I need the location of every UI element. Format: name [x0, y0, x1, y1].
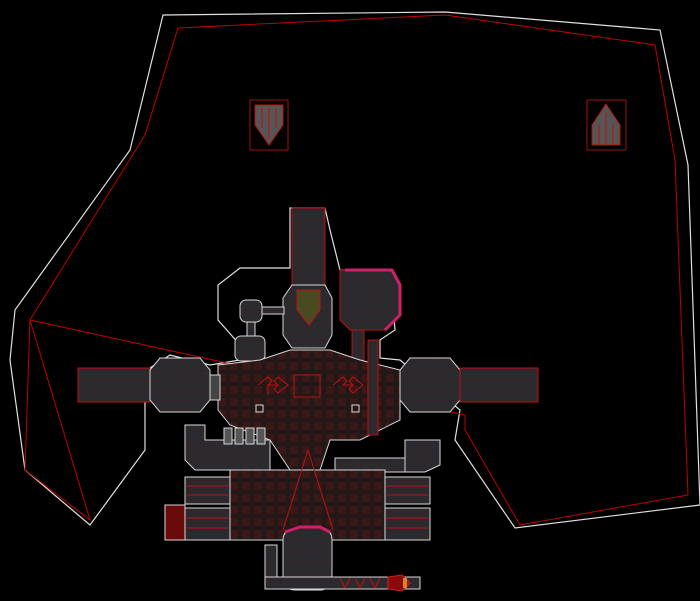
- arrow-up-marker-icon: [586, 99, 627, 151]
- inner-boundary-line: [24, 14, 689, 526]
- arrow-down-marker-icon: [249, 99, 289, 151]
- outer-boundary-wall: [9, 11, 700, 529]
- exit-switch-icon: [296, 289, 321, 326]
- west-corridor: [77, 367, 151, 403]
- red-door-room: [164, 504, 186, 541]
- level-structure: [77, 207, 539, 592]
- west-room: [149, 357, 211, 413]
- northeast-room: [339, 269, 401, 331]
- east-room: [399, 357, 461, 413]
- east-corridor: [459, 367, 539, 403]
- north-corridor: [291, 207, 326, 286]
